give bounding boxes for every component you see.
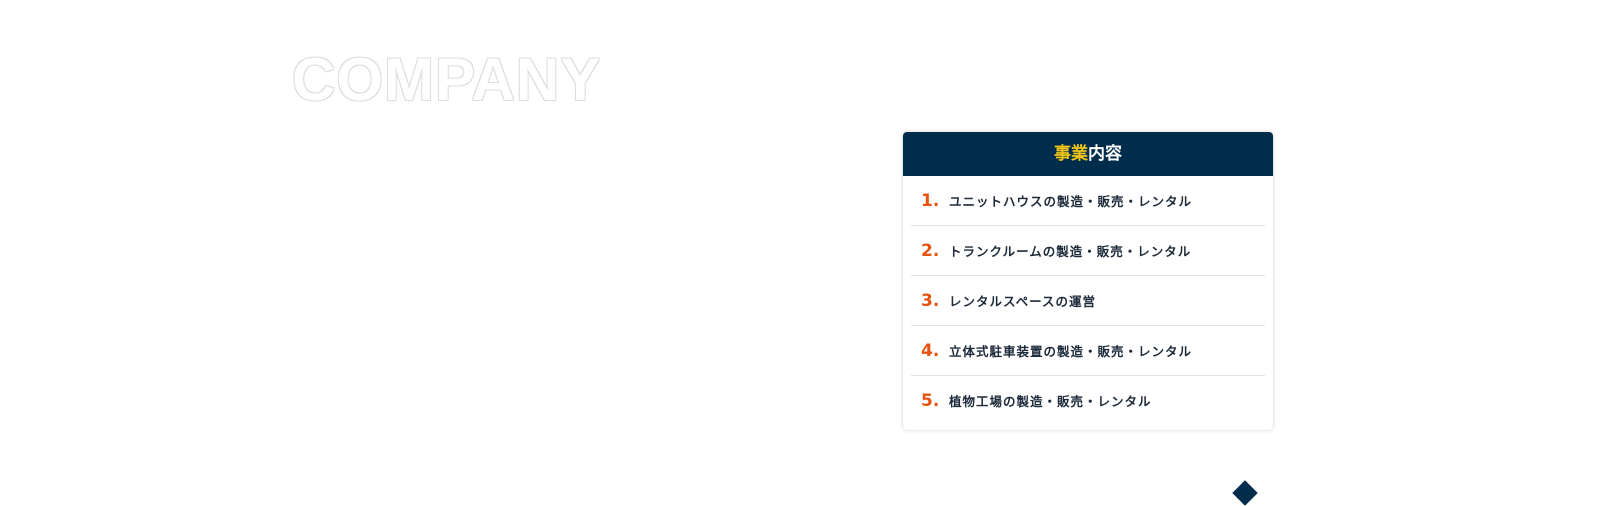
item-number: 2. [921,240,940,261]
item-text: ユニットハウスの製造・販売・レンタル [949,194,1193,209]
back-to-top-icon[interactable] [1232,480,1258,506]
list-item: 4. 立体式駐車装置の製造・販売・レンタル [911,326,1265,376]
heading-highlight: 事業 [1054,144,1088,164]
item-number: 3. [921,290,940,311]
section-title: COMPANY [292,46,602,113]
list-item: 5. 植物工場の製造・販売・レンタル [911,376,1265,425]
list-item: 1. ユニットハウスの製造・販売・レンタル [911,176,1265,226]
list-item: 2. トランクルームの製造・販売・レンタル [911,226,1265,276]
heading-rest: 内容 [1088,144,1122,164]
business-card-heading: 事業内容 [903,132,1273,176]
item-number: 5. [921,390,940,411]
list-item: 3. レンタルスペースの運営 [911,276,1265,326]
item-text: レンタルスペースの運営 [949,294,1097,309]
item-number: 1. [921,190,940,211]
item-text: 立体式駐車装置の製造・販売・レンタル [949,344,1193,359]
item-text: 植物工場の製造・販売・レンタル [949,394,1152,409]
item-text: トランクルームの製造・販売・レンタル [949,244,1192,259]
business-card: 事業内容 1. ユニットハウスの製造・販売・レンタル 2. トランクルームの製造・販… [903,132,1273,430]
item-number: 4. [921,340,940,361]
